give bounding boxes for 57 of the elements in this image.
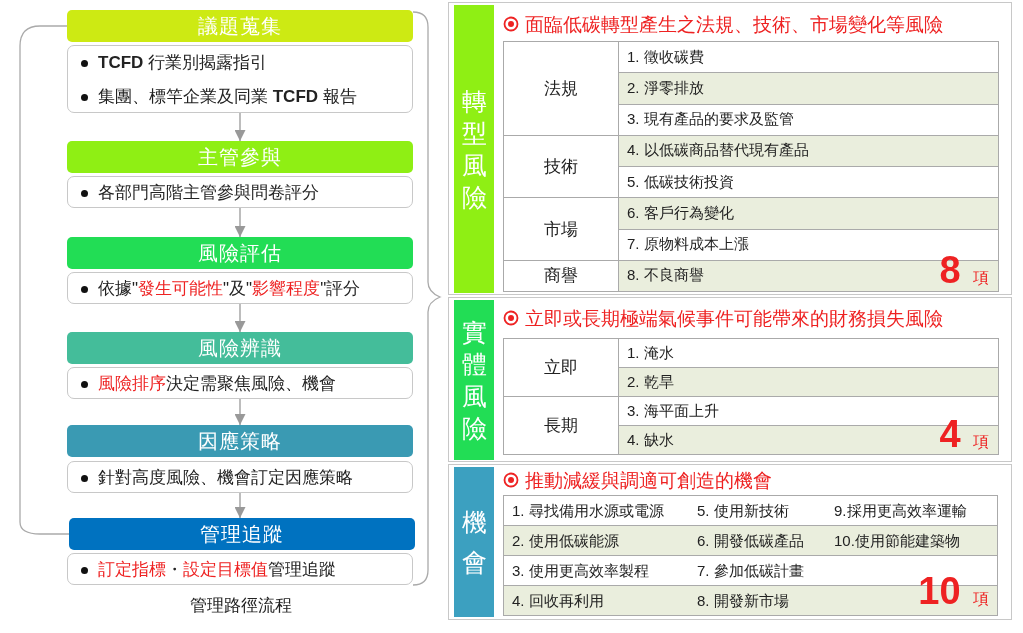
bullet-text: 各部門高階主管參與問卷評分 xyxy=(98,183,319,202)
cell-text: 1. 尋找備用水源或電源 xyxy=(512,501,664,521)
bullet-text: 管理追蹤 xyxy=(268,560,336,579)
panel-box xyxy=(448,464,1012,620)
bullet-text: 集團、標竿企業及同業 TCFD 報告 xyxy=(98,87,357,106)
step-header: 管理追蹤 xyxy=(69,518,415,550)
panel-heading: 面臨低碳轉型產生之法規、技術、市場變化等風險 xyxy=(525,13,943,37)
step-header: 因應策略 xyxy=(67,425,413,457)
detail-box xyxy=(67,45,413,113)
cell-text: 10.使用節能建築物 xyxy=(834,531,960,551)
cell-text: 6. 開發低碳產品 xyxy=(697,531,804,551)
bullet-text: 風險排序 xyxy=(98,374,166,393)
table-cell: 1. 淹水 xyxy=(618,338,999,368)
side-label: 機會 xyxy=(460,507,488,578)
panel-heading: 立即或長期極端氣候事件可能帶來的財務損失風險 xyxy=(525,307,943,331)
arrow xyxy=(234,492,246,519)
arrow xyxy=(234,207,246,238)
cell-text: 8. 開發新市場 xyxy=(697,591,789,611)
table-cell: 1. 徵收碳費 xyxy=(618,41,999,74)
bullet-text: 決定需聚焦風險、機會 xyxy=(166,374,336,393)
bullet-text: 針對高度風險、機會訂定因應策略 xyxy=(98,468,353,487)
table-cell: 商譽 xyxy=(503,259,619,292)
cell-text: 3. 使用更高效率製程 xyxy=(512,561,649,581)
table-cell: 6. 客戶行為變化 xyxy=(618,197,999,230)
bullet-text: 依據"發生可能性"及"影響程度"評分 xyxy=(98,279,361,298)
count-text: 10 項 xyxy=(918,570,989,613)
cell-text: 7. 參加低碳計畫 xyxy=(697,561,804,581)
caption: 管理路徑流程 xyxy=(189,595,293,617)
cell-text: 4. 回收再利用 xyxy=(512,591,604,611)
bullet-text: 訂定指標・設定目標值 xyxy=(98,560,268,579)
arrow xyxy=(234,398,246,426)
bullet-text: TCFD 行業別揭露指引 xyxy=(98,53,268,72)
table-cell: 法規 xyxy=(503,41,619,136)
arrow xyxy=(234,303,246,333)
detail-box xyxy=(67,176,413,208)
detail-box xyxy=(67,461,413,493)
table-cell: 2. 淨零排放 xyxy=(618,72,999,105)
panel-box xyxy=(448,297,1012,462)
cell-text: 9.採用更高效率運輸 xyxy=(834,501,967,521)
panel-heading: 推動減緩與調適可創造的機會 xyxy=(525,469,772,493)
cell-text: 2. 使用低碳能源 xyxy=(512,531,619,551)
arrow xyxy=(234,112,246,142)
detail-box xyxy=(67,272,413,304)
cell-text: 5. 使用新技術 xyxy=(697,501,789,521)
step-header: 風險辨識 xyxy=(67,332,413,364)
table-cell: 2. 乾旱 xyxy=(618,367,999,397)
loop-line xyxy=(19,25,70,535)
step-header: 風險評估 xyxy=(67,237,413,269)
step-header: 議題蒐集 xyxy=(67,10,413,42)
side-label: 實體風險 xyxy=(460,317,488,444)
detail-box xyxy=(67,553,413,585)
table-cell: 長期 xyxy=(503,396,619,455)
panel-box xyxy=(448,2,1012,295)
table-cell: 立即 xyxy=(503,338,619,397)
side-label: 轉型風險 xyxy=(460,86,488,213)
step-header: 主管參與 xyxy=(67,141,413,173)
detail-box xyxy=(67,367,413,399)
